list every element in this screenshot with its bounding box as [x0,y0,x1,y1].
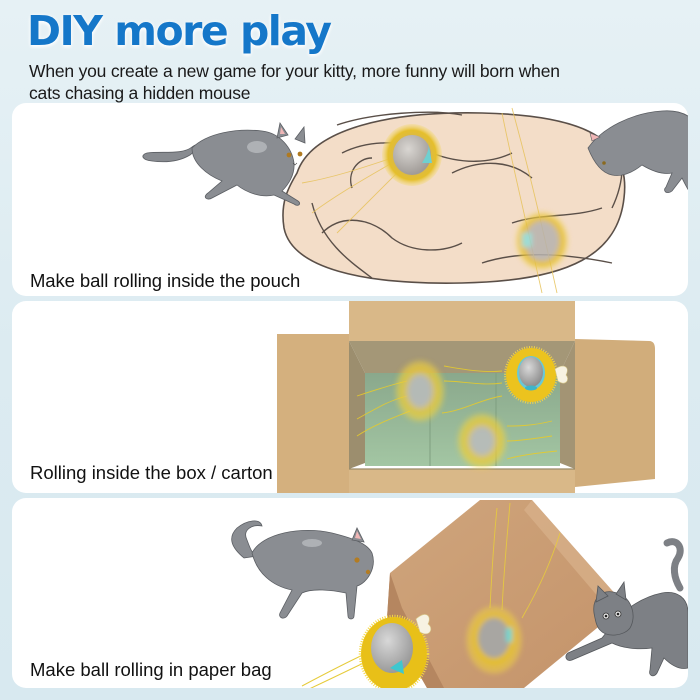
panel-caption-box: Rolling inside the box / carton [30,462,273,483]
page-subtitle: When you create a new game for your kitt… [29,61,560,103]
gray-cat-standing-icon [231,520,374,620]
scene-panel-box: Rolling inside the box / carton [12,301,688,493]
scene-panel-pouch: Make ball rolling inside the pouch [12,103,688,296]
bunny-ears-icon [415,614,432,635]
fur-ball-motion-icon [466,606,522,674]
page-title: DIY more play [27,7,332,55]
fur-ball-toy-icon [504,346,568,404]
pouch-scene-illustration: Make ball rolling inside the pouch [30,107,688,294]
panel-caption-paper-bag: Make ball rolling in paper bag [30,659,272,680]
panel-caption-pouch: Make ball rolling inside the pouch [30,270,300,291]
cardboard-box-icon [277,301,655,493]
gray-cat-pouncing-icon [565,538,688,677]
fur-ball-toy-icon [301,614,432,688]
fur-ball-motion-icon [396,361,506,468]
bunny-ears-icon [554,365,568,384]
box-scene-illustration: Rolling inside the box / carton [30,301,655,493]
fur-ball-toy-icon [382,124,442,186]
scene-panel-paper-bag: Make ball rolling in paper bag [12,498,688,688]
gray-cat-right-icon [587,110,688,194]
gray-cat-left-icon [142,121,306,206]
fur-ball-motion-icon [515,211,569,271]
paper-bag-scene-illustration: Make ball rolling in paper bag [30,500,688,688]
